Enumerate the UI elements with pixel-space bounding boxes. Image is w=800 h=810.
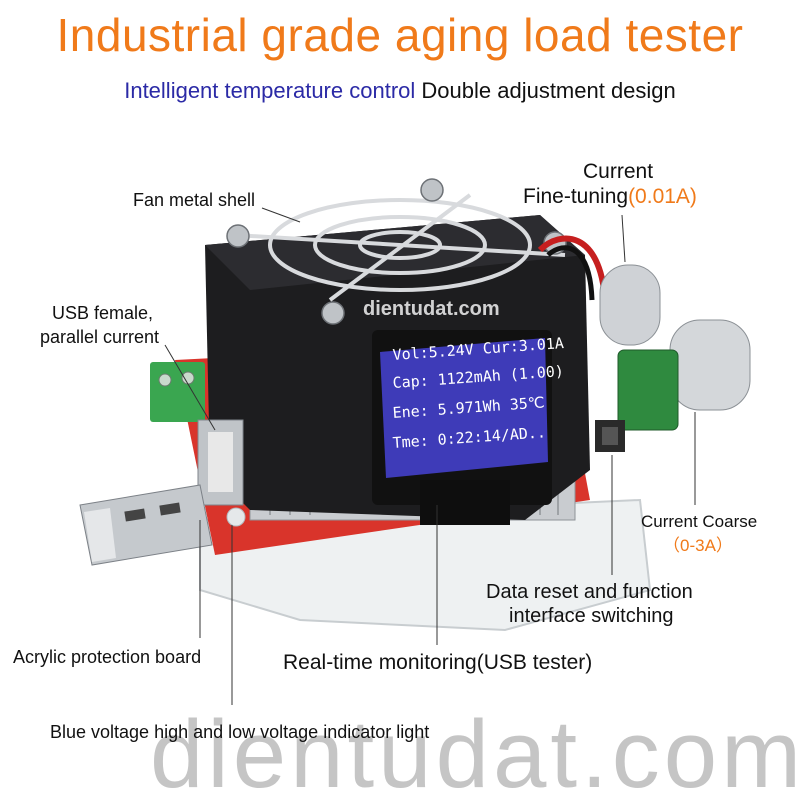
coarse-knob: [669, 319, 751, 411]
label-usb-female-2: parallel current: [40, 327, 160, 347]
label-acrylic: Acrylic protection board: [13, 647, 202, 667]
terminal-block: [150, 362, 205, 422]
watermark-big: dientudat.com: [150, 701, 800, 808]
lcd-screen: [380, 338, 548, 478]
label-reset-2: interface switching: [509, 605, 674, 627]
label-usb-female-1: USB female,: [52, 303, 154, 323]
label-fine-tune-1: Current: [583, 160, 654, 183]
label-coarse-value: （0-3A）: [663, 536, 733, 555]
subtitle-rest: Double adjustment design: [415, 78, 676, 103]
label-indicator-light: Blue voltage high and low voltage indica…: [50, 722, 430, 742]
watermark-small: dientudat.com: [363, 298, 500, 320]
subtitle-highlight: Intelligent temperature control: [124, 78, 416, 103]
page-title: Industrial grade aging load tester: [56, 9, 744, 61]
label-coarse: Current Coarse: [641, 512, 758, 531]
label-fine-tune-text: Fine-tuning: [523, 185, 629, 208]
label-fine-tune-value: (0.01A): [628, 185, 697, 208]
fan-grill: [234, 193, 566, 302]
fine-tune-knob: [599, 264, 661, 346]
label-reset-1: Data reset and function: [486, 581, 693, 603]
label-fan-shell: Fan metal shell: [133, 190, 256, 210]
indicator-led: [226, 507, 246, 527]
page-subtitle: Intelligent temperature control Double a…: [0, 78, 800, 104]
label-fine-tune-2: Fine-tuning(0.01A): [523, 185, 697, 209]
potentiometer: [617, 349, 679, 431]
label-monitoring: Real-time monitoring(USB tester): [283, 651, 593, 674]
